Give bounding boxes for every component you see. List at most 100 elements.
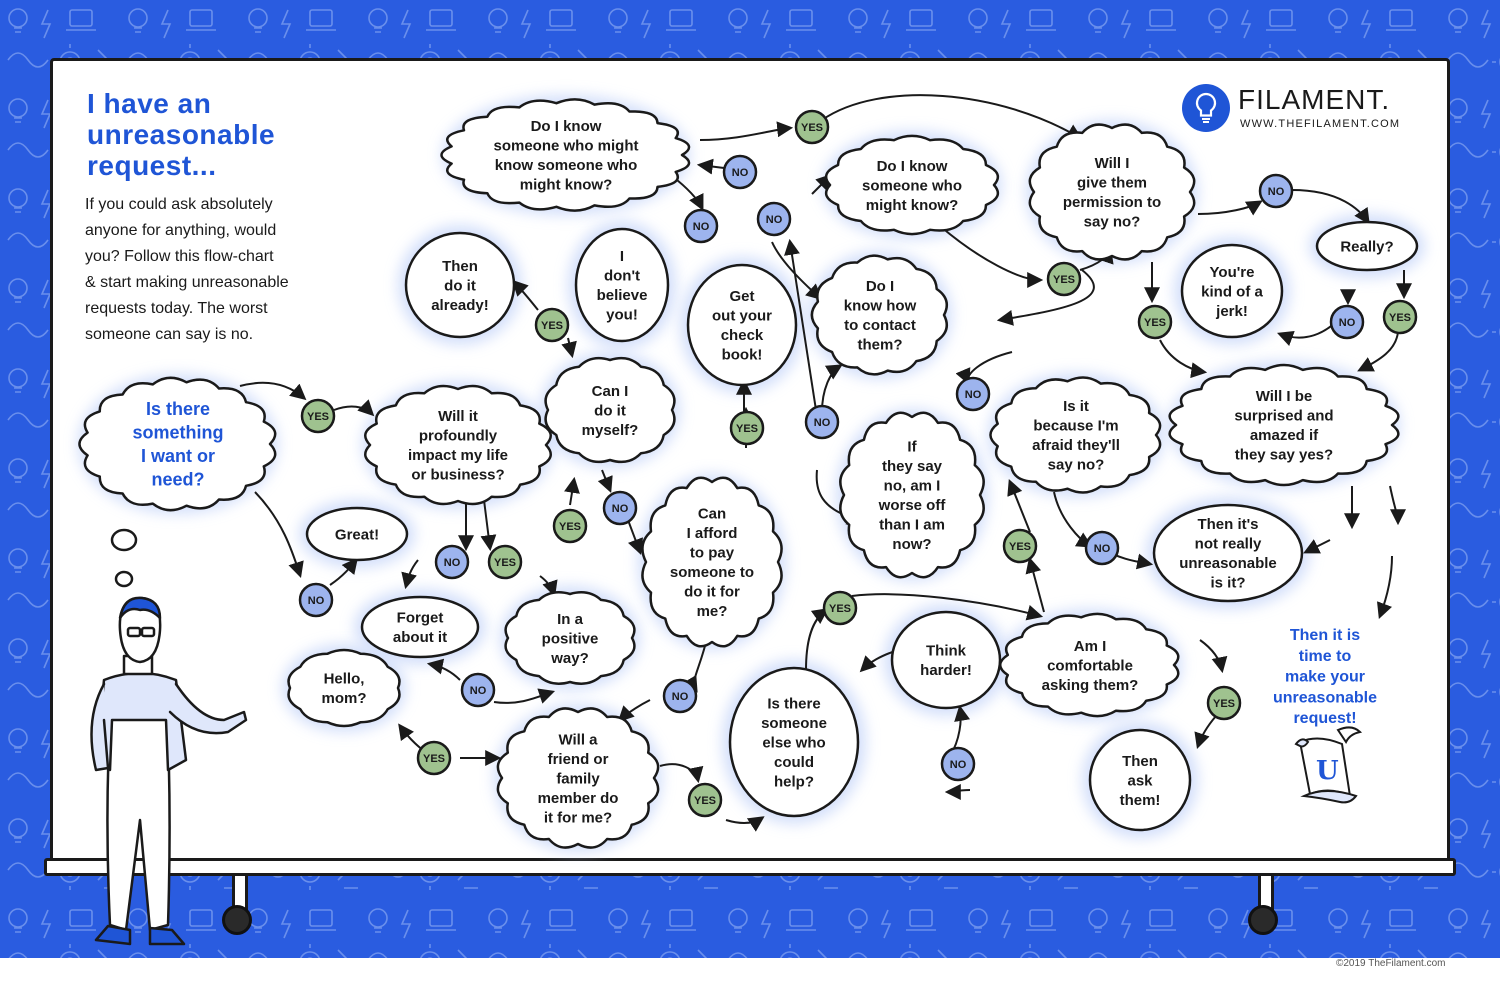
node-text-line: Do I know xyxy=(877,158,948,175)
node-text-line: I xyxy=(620,248,624,265)
answer-circle xyxy=(1002,528,1038,564)
yes-answer: YES xyxy=(729,410,765,446)
answer-label: YES xyxy=(801,122,823,134)
node-text-line: permission to xyxy=(1063,194,1161,211)
cloud-node-shape xyxy=(496,707,660,849)
intro-line: If you could ask absolutely xyxy=(85,196,273,213)
node-text-line: friend or xyxy=(548,751,609,768)
node-text-line: know someone who xyxy=(495,157,638,174)
flow-arrow xyxy=(401,559,419,590)
node-text-line: time to xyxy=(1299,648,1352,665)
node-really: Really? xyxy=(1340,238,1393,255)
flow-arrow xyxy=(659,763,704,784)
answer-circle xyxy=(683,208,719,244)
round-node-shape xyxy=(1152,503,1304,603)
node-text-line: make your xyxy=(1285,669,1365,686)
answer-label: YES xyxy=(1009,541,1031,553)
answer-circle xyxy=(794,109,830,145)
no-answer: NO xyxy=(298,582,334,618)
node-text-line: might know? xyxy=(520,177,613,194)
whiteboard-tray xyxy=(44,858,1456,876)
no-answer: NO xyxy=(434,544,470,580)
node-text-line: already! xyxy=(431,297,489,314)
answer-circle xyxy=(434,544,470,580)
answer-circle xyxy=(687,782,723,818)
node-hello: Hello,mom? xyxy=(322,671,367,708)
answer-circle xyxy=(756,201,792,237)
answer-label: NO xyxy=(1268,186,1285,198)
scroll-icon: U xyxy=(1294,726,1363,804)
node-text-line: ask xyxy=(1127,772,1153,789)
node-text-line: member do xyxy=(538,790,619,807)
no-answer: NO xyxy=(602,490,638,526)
node-text-line: Great! xyxy=(335,526,379,543)
round-node-shape xyxy=(404,231,516,339)
node-text-line: something xyxy=(132,423,223,443)
node-text-line: Will it xyxy=(438,408,478,425)
node-text-line: you! xyxy=(606,307,638,324)
cloud-node-shape xyxy=(1168,363,1400,487)
node-text-line: about it xyxy=(393,629,447,646)
node-text-line: Is there xyxy=(146,399,210,419)
node-text-line: help? xyxy=(774,773,814,790)
node-text-line: book! xyxy=(722,347,763,364)
no-answer: NO xyxy=(1084,530,1120,566)
node-text-line: mom? xyxy=(322,690,367,707)
node-text-line: out your xyxy=(712,308,772,325)
flow-arrow xyxy=(725,816,765,832)
answer-label: NO xyxy=(444,557,461,569)
flow-arrow xyxy=(627,519,643,555)
node-text-line: Is it xyxy=(1063,398,1089,415)
flow-arrow xyxy=(254,491,304,579)
flow-arrow xyxy=(1303,539,1331,554)
cloud-node-shape xyxy=(989,376,1162,494)
answer-circle xyxy=(487,544,523,580)
cloud-node-shape xyxy=(998,612,1180,718)
yes-answer: YES xyxy=(1002,528,1038,564)
node-text-line: no, am I xyxy=(884,478,941,495)
answer-label: YES xyxy=(307,411,329,423)
answer-circle xyxy=(729,410,765,446)
node-text-line: unreasonable xyxy=(1179,555,1277,572)
flow-arrow xyxy=(944,783,971,800)
yes-answer: YES xyxy=(1206,685,1242,721)
answer-circle xyxy=(804,404,840,440)
round-node-shape xyxy=(360,595,480,659)
cloud-node-shape xyxy=(504,591,636,685)
flow-arrow xyxy=(564,476,580,506)
answer-circle xyxy=(416,740,452,776)
flow-arrow xyxy=(1277,321,1337,346)
node-text-line: If xyxy=(907,439,917,456)
board-leg-right xyxy=(1258,876,1274,912)
node-text-line: surprised and xyxy=(1234,408,1333,425)
yes-answer: YES xyxy=(687,782,723,818)
flow-arrow xyxy=(333,399,375,417)
node-text-line: need? xyxy=(151,469,204,489)
flow-arrow xyxy=(1007,479,1031,533)
flow-arrow xyxy=(239,381,307,401)
round-node-shape xyxy=(1088,728,1192,832)
node-text-line: I want or xyxy=(141,446,215,466)
node-text-line: might know? xyxy=(866,197,959,214)
answer-label: YES xyxy=(423,753,445,765)
node-text-line: myself? xyxy=(582,422,639,439)
node-text-line: give them xyxy=(1077,175,1147,192)
answer-label: NO xyxy=(308,595,325,607)
yes-answer: YES xyxy=(487,544,523,580)
answer-label: YES xyxy=(1213,698,1235,710)
round-node-shape xyxy=(686,263,798,387)
node-text-line: I afford xyxy=(687,525,738,542)
wheel-left xyxy=(222,905,252,935)
node-text-line: because I'm xyxy=(1033,418,1118,435)
node-text-line: it for me? xyxy=(544,809,612,826)
no-answer: NO xyxy=(804,404,840,440)
node-text-line: someone xyxy=(761,715,827,732)
node-text-line: jerk! xyxy=(1215,303,1248,320)
node-text-line: Get xyxy=(729,288,754,305)
no-answer: NO xyxy=(1258,173,1294,209)
